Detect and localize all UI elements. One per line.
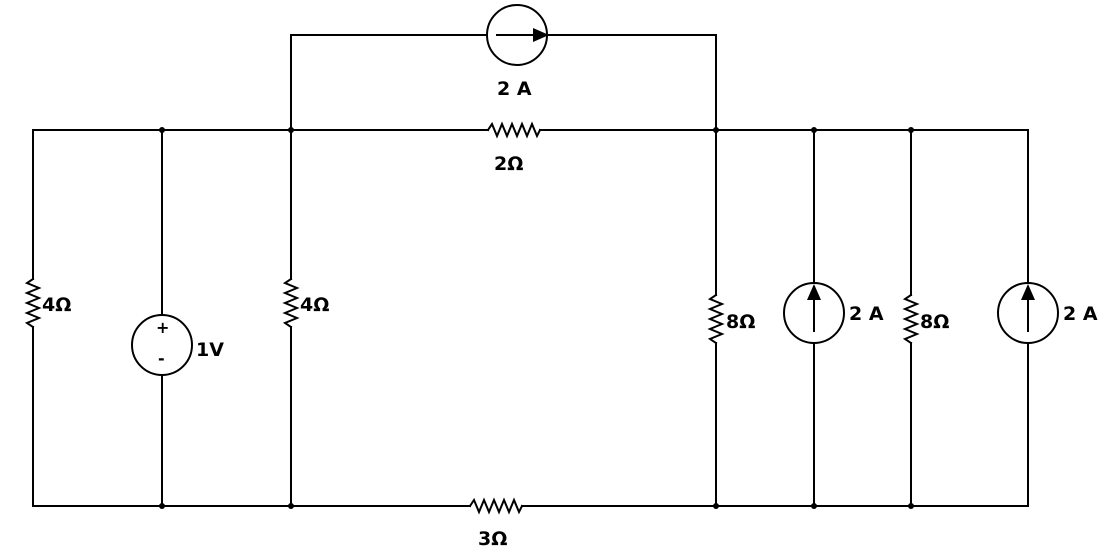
node-bottom-1 [159,503,165,509]
voltage-source-minus: - [158,349,165,368]
node-top-5 [908,127,914,133]
node-bottom-3 [713,503,719,509]
node-top-3 [713,127,719,133]
left-resistor [24,129,42,507]
bottom-resistor [468,497,524,515]
right-resistor-2 [902,129,920,507]
right-resistor-1 [707,129,725,507]
right-resistor-1-label: 8Ω [726,311,755,333]
node-top-4 [811,127,817,133]
bottom-resistor-label: 3Ω [478,528,507,550]
mid-resistor-label: 4Ω [300,294,329,316]
right-current-source-2-label: 2 A [1063,303,1098,325]
top-current-source-label: 2 A [497,78,532,100]
node-top-2 [288,127,294,133]
top-resistor [486,121,542,139]
top-resistor-label: 2Ω [494,153,523,175]
node-bottom-5 [908,503,914,509]
right-current-source-2 [997,129,1059,507]
node-bottom-2 [288,503,294,509]
mid-resistor [282,129,300,507]
voltage-source-plus: + [156,318,169,337]
right-resistor-2-label: 8Ω [920,311,949,333]
node-top-1 [159,127,165,133]
top-loop-wire [290,34,717,131]
node-bottom-4 [811,503,817,509]
left-resistor-label: 4Ω [42,294,71,316]
junction-nodes [159,127,914,509]
voltage-source [131,129,193,507]
top-current-source [486,4,549,66]
right-current-source-1 [783,129,845,507]
right-current-source-1-label: 2 A [849,303,884,325]
voltage-source-label: 1V [196,339,224,361]
